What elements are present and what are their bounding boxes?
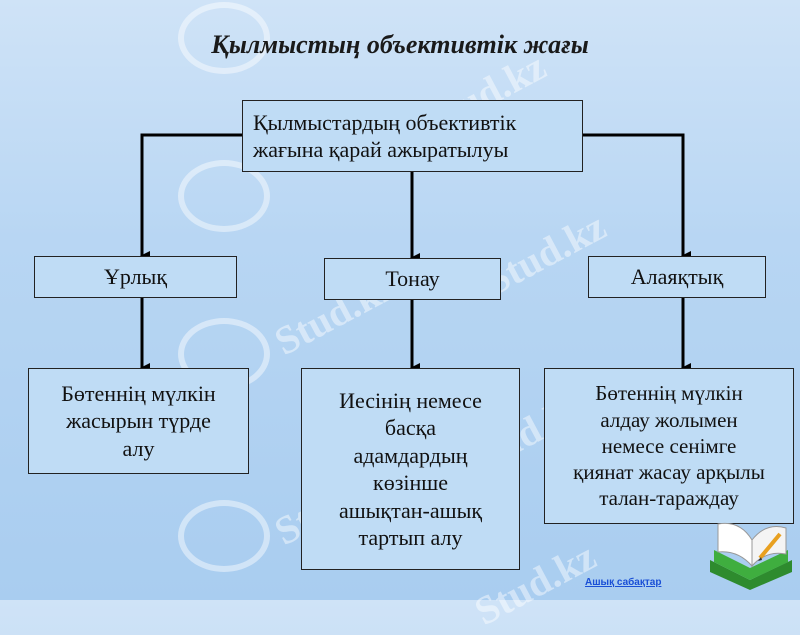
root-line-1: Қылмыстардың объективтік <box>253 109 517 135</box>
category-label: Ұрлық <box>103 264 168 290</box>
root-line-2: жағына қарай ажыратылуы <box>253 137 509 162</box>
description-line: алдау жолымен <box>600 407 738 432</box>
description-line: немесе сенімге <box>601 433 737 458</box>
description-box-urlyk: Бөтеннің мүлкін жасырын түрде алу <box>28 368 249 474</box>
description-line: талан-тараждау <box>599 486 739 511</box>
description-line: жасырын түрде <box>66 408 211 434</box>
description-line: Бөтеннің мүлкін <box>595 381 743 406</box>
book-icon <box>710 522 792 590</box>
description-line: Иесінің немесе <box>339 387 482 413</box>
open-lessons-link[interactable]: Ашық сабақтар <box>585 577 662 588</box>
description-box-alayaktyk: Бөтеннің мүлкін алдау жолымен немесе сен… <box>544 368 794 524</box>
description-line: алу <box>122 435 155 461</box>
description-line: басқа <box>384 415 437 440</box>
description-box-tonau: Иесінің немесе басқа адамдардың көзінше … <box>301 368 520 570</box>
description-line: тартып алу <box>358 525 463 550</box>
category-label: Алаяқтық <box>630 264 724 290</box>
description-line: қиянат жасау арқылы <box>573 460 765 485</box>
description-line: ашықтан-ашық <box>338 497 483 523</box>
connector-root-right <box>583 133 691 261</box>
category-box-urlyk: Ұрлық <box>34 256 237 298</box>
description-line: адамдардың <box>353 442 468 468</box>
description-line: көзінше <box>373 470 448 495</box>
root-box: Қылмыстардың объективтік жағына қарай аж… <box>242 100 583 172</box>
connector-root-left <box>140 133 242 261</box>
page-title: Қылмыстың объективтік жағы <box>211 30 589 59</box>
description-line: Бөтеннің мүлкін <box>61 380 216 406</box>
connector-lines <box>140 133 691 373</box>
category-label: Тонау <box>385 266 440 292</box>
category-box-tonau: Тонау <box>324 258 501 300</box>
category-box-alayaktyk: Алаяқтық <box>588 256 766 298</box>
